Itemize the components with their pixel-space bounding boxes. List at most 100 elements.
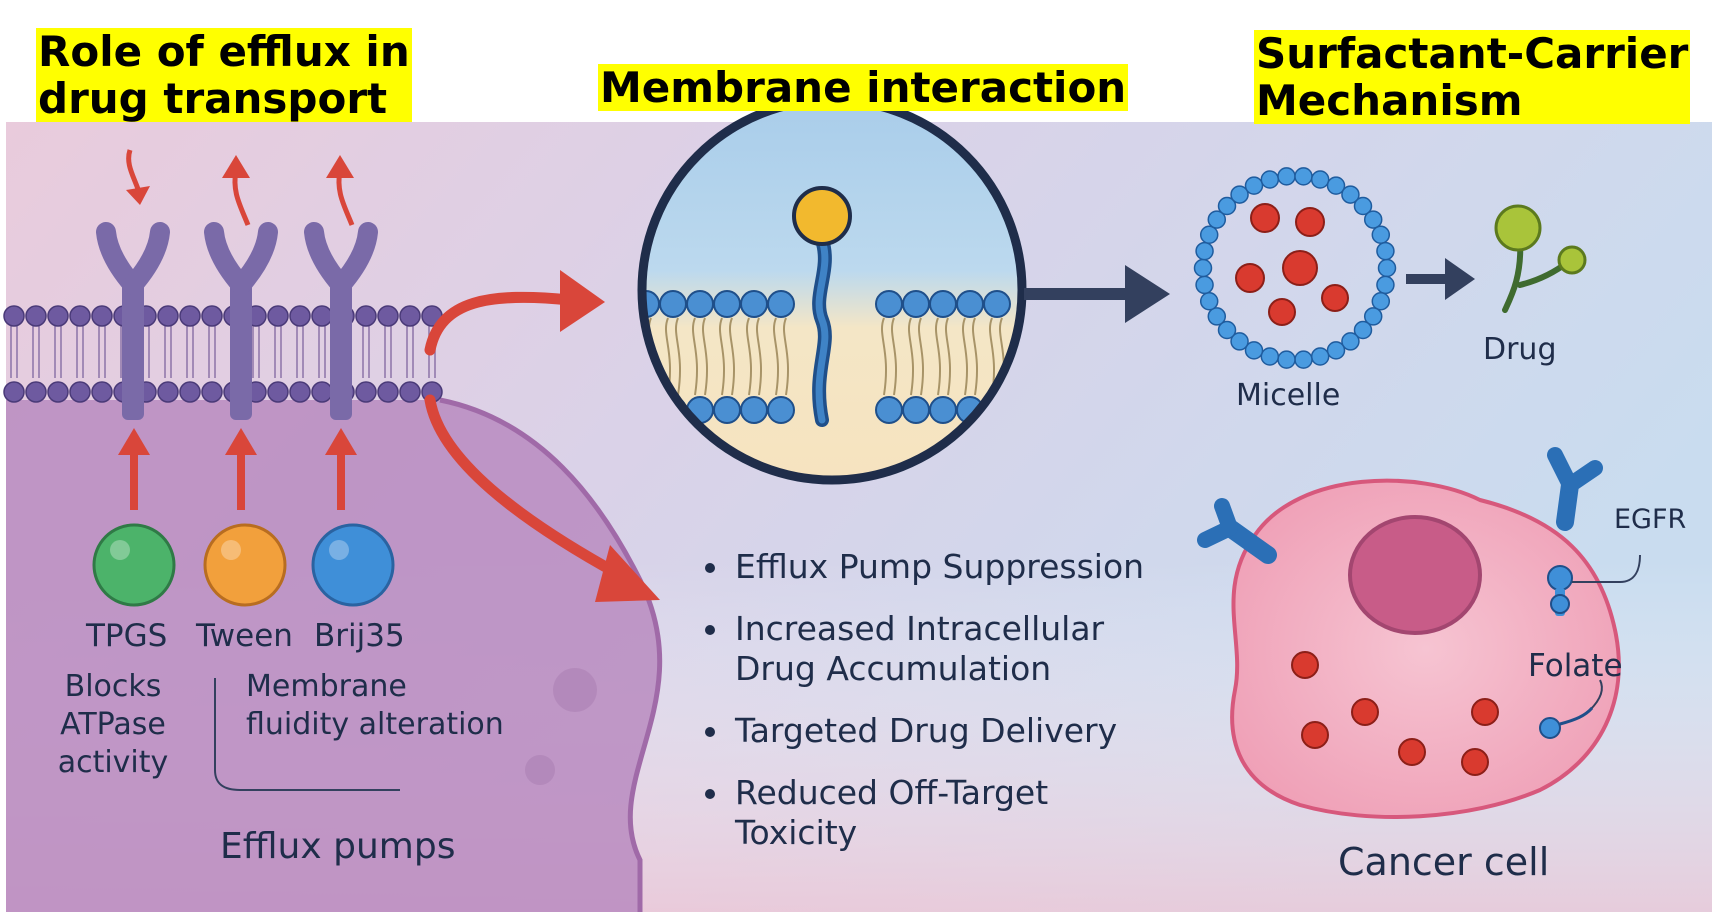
micelle-head <box>1326 341 1346 360</box>
label-drug: Drug <box>1483 332 1557 367</box>
lipid-head <box>929 396 957 424</box>
lipid-head <box>767 290 795 318</box>
lipid-tail <box>961 317 969 396</box>
micelle-head <box>1310 347 1330 366</box>
surfactant-label-tween: Tween <box>196 618 293 654</box>
micelle-head <box>1244 176 1264 195</box>
cancer-cell-nucleus <box>1348 515 1482 635</box>
curved-arrow-to-bullets <box>424 394 626 581</box>
lipid-head <box>902 396 930 424</box>
efflux-pump-3 <box>304 222 378 420</box>
micelle-drug <box>1282 250 1318 286</box>
label-egfr: EGFR <box>1614 504 1687 535</box>
micelle-head <box>1341 332 1360 351</box>
cell-drug <box>1461 748 1489 776</box>
lipid-head <box>3 381 25 403</box>
lipid-head <box>311 305 333 327</box>
micelle-head <box>1260 170 1280 189</box>
folate-receptor <box>1547 554 1641 616</box>
bullet-item: Efflux Pump Suppression <box>704 547 1144 587</box>
efflux-arrow-in-head <box>126 186 150 205</box>
lipid-head <box>713 290 741 318</box>
micelle-head <box>1363 307 1383 326</box>
lipid-head <box>377 381 399 403</box>
lipid-head <box>157 305 179 327</box>
egfr-receptor-left <box>1197 498 1277 564</box>
micelle-head <box>1217 196 1237 216</box>
bullet-line: Drug Accumulation <box>735 649 1052 688</box>
lipid-tail <box>971 317 979 396</box>
label-folate: Folate <box>1528 648 1623 684</box>
surfactant-arrow-shaft <box>130 450 138 510</box>
note-membrane-fluidity: Membrane fluidity alteration <box>246 668 504 744</box>
heading-carrier-line1: Surfactant-Carrier <box>1256 29 1689 78</box>
cell-drug <box>1301 721 1329 749</box>
lipid-head <box>740 396 768 424</box>
lipid-tail <box>772 317 780 396</box>
micelle-head <box>1371 225 1391 245</box>
note-blocks-line: activity <box>57 745 169 780</box>
efflux-arrow-out-head <box>326 155 354 178</box>
micelle-drug <box>1250 203 1280 233</box>
lipid-head <box>659 290 687 318</box>
lipid-tail <box>880 317 888 396</box>
micelle-head <box>1377 258 1397 278</box>
lipid-head <box>267 305 289 327</box>
heading-efflux-line2: drug transport <box>38 74 388 124</box>
ball-shine <box>110 540 130 560</box>
micelle-head <box>1193 258 1213 278</box>
micelle-head <box>1230 332 1249 351</box>
lipid-head <box>289 305 311 327</box>
lipid-tail <box>917 317 925 396</box>
curved-arrow-to-bullets-head <box>595 545 660 602</box>
surfactant-tail-inner <box>815 236 829 424</box>
lipid-head <box>47 305 69 327</box>
lipid-tail <box>718 317 726 396</box>
lipid-head <box>902 290 930 318</box>
heading-surfactant-carrier: Surfactant-Carrier Mechanism <box>1254 29 1691 126</box>
lipid-head <box>399 381 421 403</box>
micelle-head <box>1376 241 1395 261</box>
micelle-head <box>1244 341 1264 360</box>
micelle-head <box>1207 307 1227 326</box>
heading-carrier-line2: Mechanism <box>1256 76 1523 126</box>
cell-speck <box>553 668 597 712</box>
micelle-drug <box>1321 284 1349 312</box>
curved-arrow-to-membrane <box>424 291 576 356</box>
note-blocks-line: Blocks <box>64 669 162 704</box>
lipid-head <box>289 381 311 403</box>
cell-drug <box>1471 698 1499 726</box>
lipid-head <box>956 290 984 318</box>
lipid-head <box>311 381 333 403</box>
notes-bracket <box>214 678 400 791</box>
micelle-head <box>1310 170 1330 189</box>
lipid-head <box>179 305 201 327</box>
label-efflux-pumps: Efflux pumps <box>220 826 456 867</box>
heading-membrane-interaction: Membrane interaction <box>598 63 1129 112</box>
micelle-head <box>1199 225 1219 245</box>
micelle-head <box>1260 347 1280 366</box>
lipid-head <box>201 381 223 403</box>
cell-drug <box>1398 738 1426 766</box>
bullet-line: Increased Intracellular <box>735 609 1105 648</box>
bullet-line: Reduced Off-Target <box>735 773 1049 812</box>
cell-interior <box>6 400 660 912</box>
cell-drug <box>1291 651 1319 679</box>
lipid-tail <box>944 317 952 396</box>
lipid-head <box>767 396 795 424</box>
lipid-head <box>157 381 179 403</box>
cancer-cell-body <box>1230 478 1621 819</box>
label-micelle: Micelle <box>1236 378 1341 413</box>
surfactant-ball-tpgs <box>92 523 176 607</box>
efflux-pump-1 <box>96 222 170 420</box>
lipid-head <box>179 381 201 403</box>
surfactant-head <box>792 186 852 246</box>
lipid-head <box>686 290 714 318</box>
lipid-tail <box>674 317 682 396</box>
micelle-head <box>1341 185 1360 204</box>
micelle <box>1193 167 1397 369</box>
surfactant-ball-tween <box>203 523 287 607</box>
lipid-head <box>47 381 69 403</box>
